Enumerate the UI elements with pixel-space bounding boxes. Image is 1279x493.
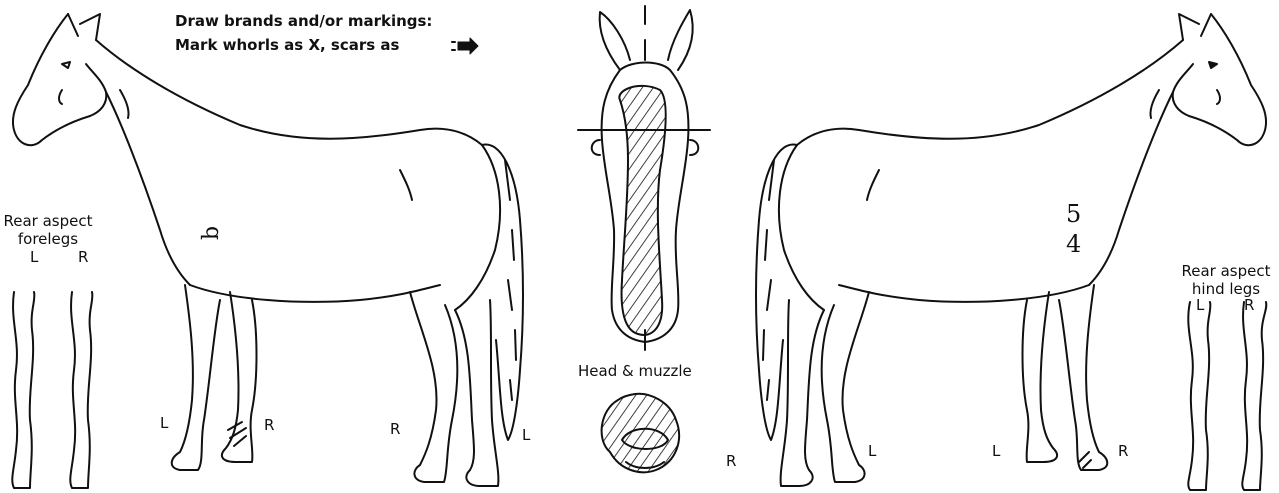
hindlegs-left-label: L (1196, 296, 1204, 314)
head-muzzle-caption: Head & muzzle (578, 362, 692, 380)
left-horse-leg-label: L (160, 414, 168, 432)
right-horse-leg-label: L (868, 442, 876, 460)
hindlegs-title-line2: hind legs (1176, 280, 1276, 298)
right-horse-outline (756, 14, 1266, 486)
hindlegs-title-line1: Rear aspect (1176, 262, 1276, 280)
hindleg-rear-aspect-drawing (1188, 302, 1266, 490)
forelegs-title-line2: forelegs (0, 230, 96, 248)
scar-arrow-icon (452, 38, 478, 54)
left-horse-leg-label: L (522, 426, 530, 444)
right-horse-mark-line1: 5 (1066, 200, 1081, 228)
forelegs-left-label: L (30, 248, 38, 266)
foreleg-rear-aspect-drawing (12, 292, 92, 488)
instructions-line1: Draw brands and/or markings: (175, 12, 432, 30)
right-horse-leg-label: R (1118, 442, 1128, 460)
forelegs-right-label: R (78, 248, 88, 266)
instructions-line2: Mark whorls as X, scars as (175, 36, 399, 54)
head-front-view-drawing (578, 6, 710, 350)
right-horse-leg-label: L (992, 442, 1000, 460)
left-horse-mark: b (199, 226, 224, 240)
left-horse-leg-label: R (264, 416, 274, 434)
right-horse-leg-label: R (726, 452, 736, 470)
left-horse-leg-label: R (390, 420, 400, 438)
muzzle-drawing (602, 394, 679, 473)
right-horse-mark-line2: 4 (1066, 230, 1081, 258)
forelegs-title-line1: Rear aspect (0, 212, 96, 230)
hindlegs-right-label: R (1244, 296, 1254, 314)
